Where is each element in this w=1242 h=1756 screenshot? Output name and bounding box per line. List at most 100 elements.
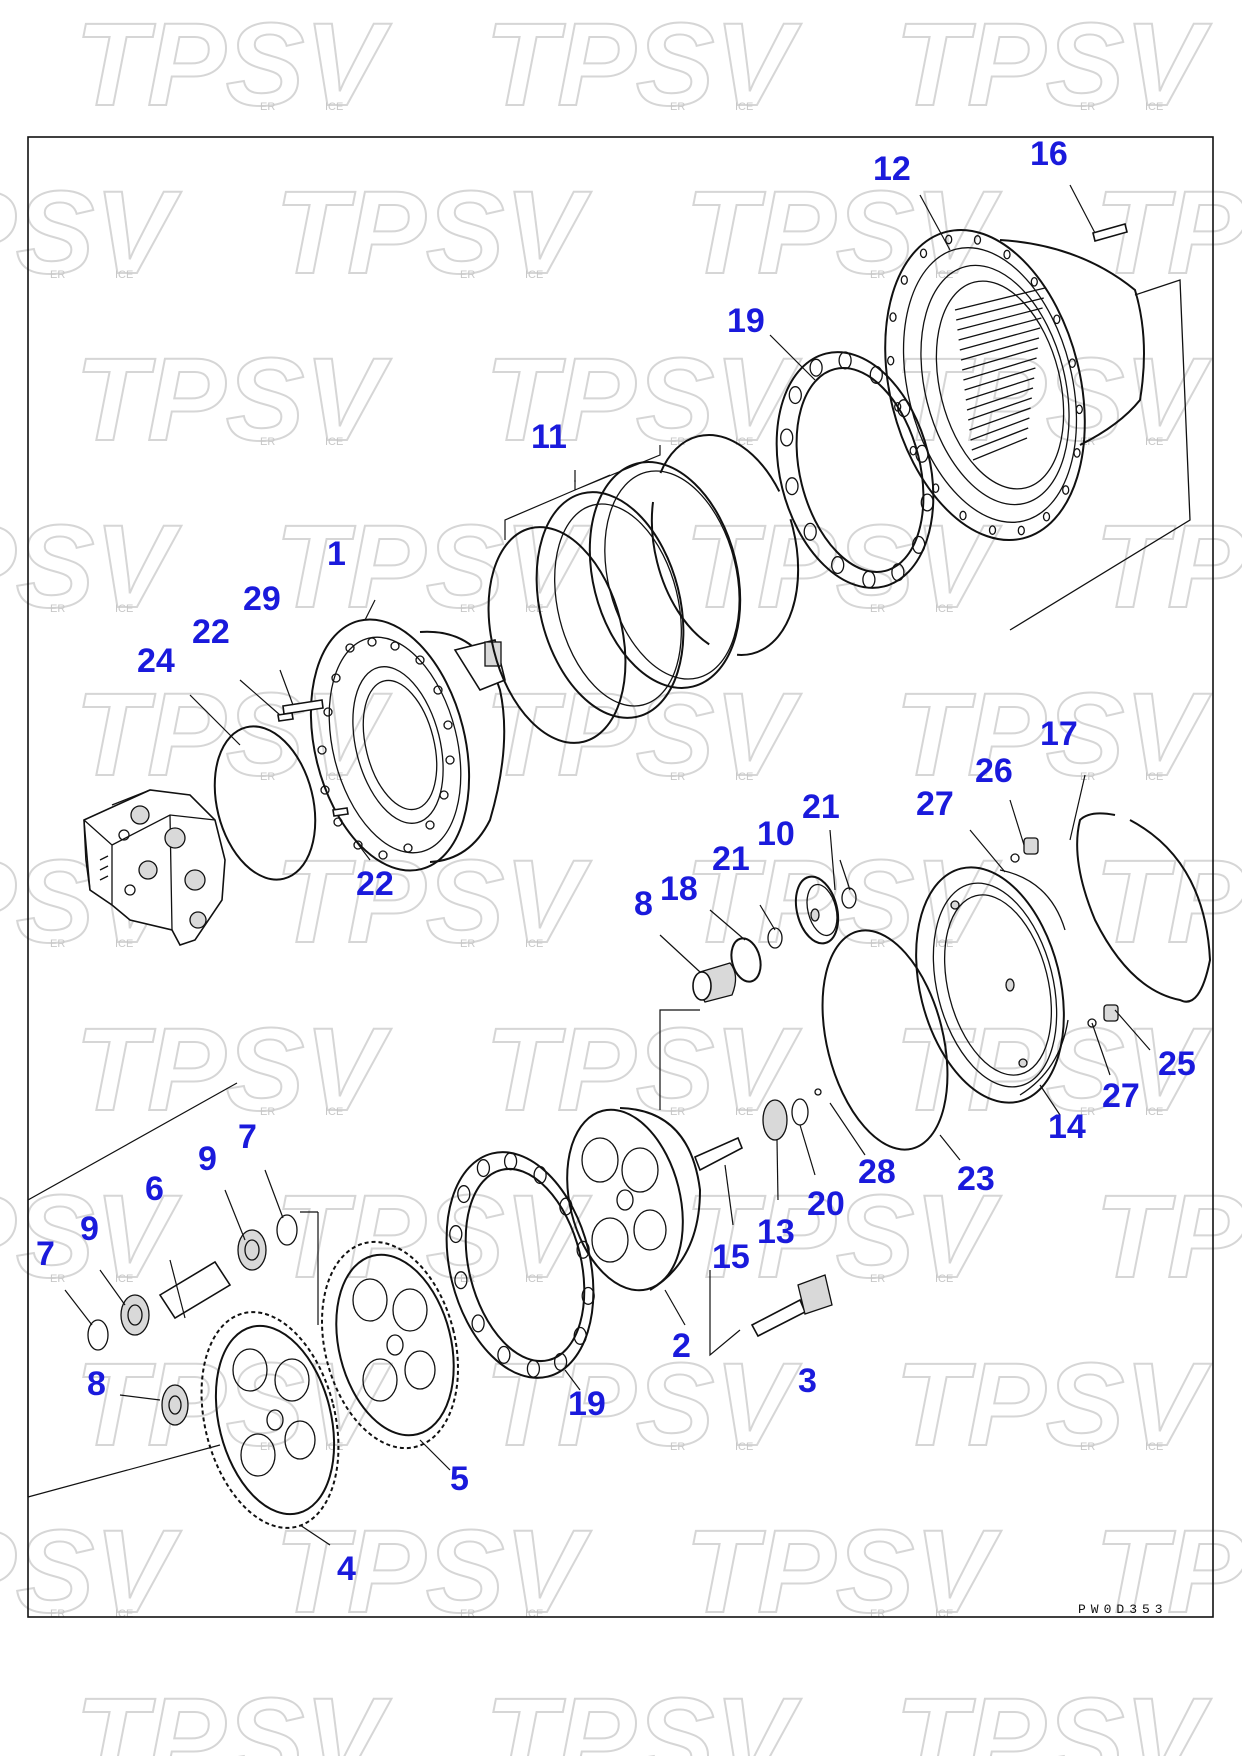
bearing-ball	[1030, 276, 1038, 287]
watermark-mark: TPSV	[485, 0, 801, 131]
housing-tooth	[972, 437, 1028, 461]
watermark-sub-right: ICE	[525, 938, 543, 950]
housing-tooth	[971, 427, 1029, 451]
bearing-19-lower	[445, 1151, 595, 1379]
callout-27-lower: 27	[1102, 1077, 1140, 1115]
watermark-sub-right: ICE	[115, 269, 133, 281]
drawing-code: PW0D353	[1078, 1602, 1168, 1617]
bearing-ball	[891, 563, 905, 582]
bearing-ball	[1017, 525, 1025, 536]
bearing-ball	[973, 235, 982, 245]
watermark-sub-left: ER	[460, 938, 475, 950]
watermark-sub-left: ER	[460, 1273, 475, 1285]
watermark-mark: TPSV	[685, 1171, 1001, 1303]
watermark-sub-right: ICE	[1145, 1106, 1163, 1118]
callout-21-left: 21	[712, 840, 750, 878]
bearing-ball	[1068, 358, 1076, 369]
bearing-ball	[900, 275, 908, 285]
bearing-ball	[862, 570, 876, 589]
bearing-ball	[919, 248, 928, 259]
watermark-sub-left: ER	[50, 269, 65, 281]
pin-16	[1092, 223, 1128, 242]
watermark-mark: TPSV	[1095, 501, 1242, 633]
bearing-ball	[1053, 314, 1061, 325]
callout-7-right: 7	[238, 1118, 257, 1156]
bearing-ball	[449, 1225, 463, 1244]
bearing-ball	[1075, 404, 1083, 415]
watermark-sub-left: ER	[50, 1608, 65, 1620]
bearing-ball	[533, 1166, 547, 1185]
watermark-mark: TPSV	[1095, 1506, 1242, 1638]
bearing-ball	[573, 1326, 587, 1345]
watermark-sub-right: ICE	[935, 938, 953, 950]
bearing-ball	[932, 483, 940, 494]
callout-24: 24	[137, 642, 175, 680]
bearing-ball	[526, 1359, 541, 1378]
watermark-sub-right: ICE	[935, 269, 953, 281]
watermark-sub-left: ER	[260, 436, 275, 448]
watermark-mark: TPSV	[485, 1004, 801, 1136]
watermark-sub-right: ICE	[115, 603, 133, 615]
bearing-ball	[788, 386, 802, 405]
watermark-sub-left: ER	[50, 938, 65, 950]
watermark-sub-left: ER	[260, 1441, 275, 1453]
callout-22-lower: 22	[356, 865, 394, 903]
bolt-3	[750, 1274, 833, 1338]
callout-11: 11	[531, 418, 567, 456]
watermark-sub-left: ER	[870, 938, 885, 950]
callout-27-upper: 27	[916, 785, 954, 823]
housing-tooth	[956, 297, 1044, 321]
bearing-ball	[503, 1152, 518, 1171]
bearing-ball	[471, 1314, 485, 1333]
watermark-mark: TPSV	[75, 0, 391, 131]
bearing-ball	[457, 1185, 471, 1204]
callout-16: 16	[1030, 135, 1068, 173]
housing-tooth	[963, 357, 1037, 381]
watermark-sub-left: ER	[260, 1106, 275, 1118]
leader-7-5	[300, 1211, 319, 1325]
callout-9-two: 9	[198, 1140, 217, 1178]
bearing-ball	[780, 428, 794, 447]
watermark-sub-left: ER	[50, 603, 65, 615]
bearing-ball	[785, 477, 799, 496]
callout-6: 6	[145, 1170, 164, 1208]
gear-13-group	[762, 1088, 822, 1141]
leader-2-to-8	[659, 1009, 700, 1110]
callout-17: 17	[1040, 715, 1078, 753]
callout-21-right: 21	[802, 788, 840, 826]
housing-tooth	[958, 317, 1042, 341]
callout-layer: 12 16 19 11 1 29 22 24 22 17 26 27 21 10…	[36, 135, 1196, 1588]
watermark-sub-right: ICE	[1145, 771, 1163, 783]
o-ring-24	[213, 725, 317, 881]
leader-3	[709, 1270, 741, 1357]
bearing-ball	[889, 312, 897, 322]
housing-tooth	[966, 387, 1034, 411]
callout-5: 5	[450, 1460, 469, 1498]
bearing-ball	[809, 358, 823, 377]
bearing-ball	[803, 522, 817, 541]
watermark-mark: TPSV	[1095, 836, 1242, 968]
callout-2: 2	[672, 1327, 691, 1365]
watermark-mark: TPSV	[485, 1339, 801, 1471]
watermark-mark: TPSV	[75, 1004, 391, 1136]
watermark-mark: TPSV	[0, 501, 181, 633]
watermark-mark: TPSV	[275, 1171, 591, 1303]
watermark-mark: TPSV	[75, 334, 391, 466]
watermark-sub-right: ICE	[735, 1106, 753, 1118]
bearing-ball	[897, 399, 911, 418]
watermark-sub-right: ICE	[115, 1273, 133, 1285]
callout-1: 1	[327, 535, 346, 573]
watermark-sub-left: ER	[670, 101, 685, 113]
watermark-sub-left: ER	[260, 101, 275, 113]
housing-tooth	[964, 367, 1036, 391]
bearing-ball	[912, 535, 926, 554]
leader-4	[27, 1444, 221, 1498]
callout-23: 23	[957, 1160, 995, 1198]
watermark-mark: TPSV	[75, 1674, 391, 1756]
bearing-ball	[497, 1345, 511, 1364]
watermark-sub-right: ICE	[735, 1441, 753, 1453]
watermark-sub-left: ER	[670, 771, 685, 783]
watermark-mark: TPSV	[895, 0, 1211, 131]
watermark-sub-right: ICE	[1145, 436, 1163, 448]
